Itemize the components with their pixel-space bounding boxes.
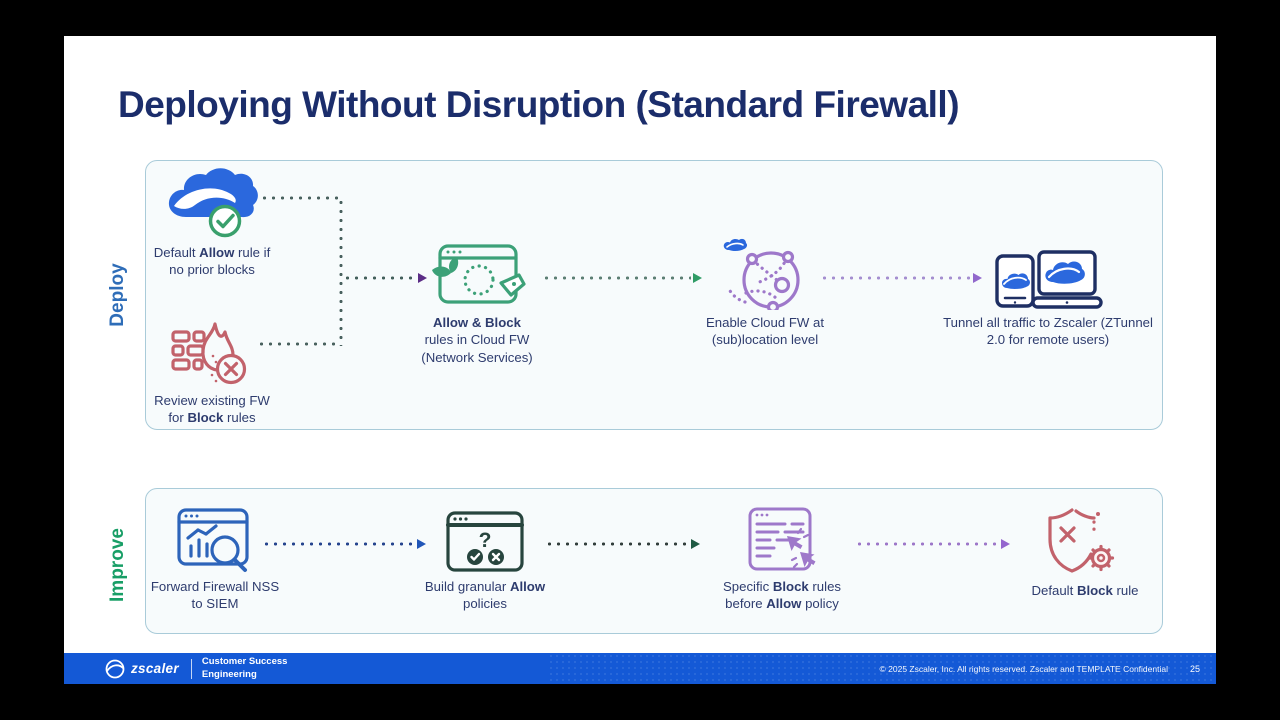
item-label: Specific Block rules before Allow policy	[722, 579, 841, 612]
improve-box	[145, 488, 1163, 634]
connector-junction-vertical	[339, 198, 343, 346]
item-label: Forward Firewall NSS to SIEM	[150, 579, 280, 612]
firewall-review-icon	[170, 322, 246, 385]
zscaler-logo-text: zscaler	[131, 661, 179, 676]
flow-item-enable-cloud-fw: Enable Cloud FW at (sub)location level	[665, 238, 865, 349]
item-label: Default Block rule	[1031, 583, 1139, 598]
connector-to-allow-block	[343, 272, 427, 283]
tunnel-devices-icon	[995, 250, 1103, 309]
footer-team-line1: Customer Success	[201, 656, 288, 668]
flow-item-nss-siem: Forward Firewall NSS to SIEM	[125, 506, 305, 613]
item-label: Build granular Allow policies	[424, 579, 546, 612]
footer: zscaler Customer Success Engineering © 2…	[64, 653, 1216, 684]
connector-cloud-to-junction	[260, 196, 342, 200]
zscaler-cloud-check-icon	[168, 168, 258, 238]
flow-item-specific-block: Specific Block rules before Allow policy	[682, 506, 882, 613]
nss-siem-icon	[177, 508, 249, 572]
footer-copyright: © 2025 Zscaler, Inc. All rights reserved…	[879, 663, 1168, 674]
item-label: Allow & Block rules in Cloud FW (Network…	[421, 315, 533, 365]
enable-cloud-fw-icon	[723, 238, 800, 310]
footer-right: © 2025 Zscaler, Inc. All rights reserved…	[880, 664, 1200, 674]
connector-to-granular-allow	[262, 538, 426, 549]
flow-item-default-allow: Default Allow rule if no prior blocks	[122, 168, 302, 279]
footer-team: Customer Success Engineering	[202, 656, 288, 681]
cloud-fw-rules-icon	[432, 244, 526, 304]
connector-to-default-block	[855, 538, 1010, 549]
item-label: Enable Cloud FW at (sub)location level	[705, 315, 824, 348]
zscaler-logo: zscaler	[104, 658, 179, 680]
flow-item-tunnel-traffic: Tunnel all traffic to Zscaler (ZTunnel 2…	[918, 250, 1178, 349]
item-label: Tunnel all traffic to Zscaler (ZTunnel 2…	[943, 315, 1153, 348]
footer-divider	[190, 658, 192, 679]
page-title: Deploying Without Disruption (Standard F…	[118, 84, 960, 125]
deploy-box	[145, 160, 1163, 430]
zscaler-logo-icon	[105, 659, 125, 678]
connector-to-tunnel	[820, 272, 982, 283]
connector-flame-to-junction	[257, 342, 341, 346]
item-label: Default Allow rule if no prior blocks	[153, 245, 271, 278]
flow-item-review-fw: Review existing FW for Block rules	[122, 322, 302, 427]
svg-text:?: ?	[478, 529, 491, 552]
specific-block-icon	[748, 507, 815, 571]
connector-to-enable-cloud-fw	[542, 272, 702, 283]
flow-item-granular-allow: ? Build granular Allow policies	[390, 510, 580, 613]
default-block-icon	[1048, 508, 1115, 573]
granular-allow-icon: ?	[445, 511, 524, 572]
item-label: Review existing FW for Block rules	[154, 393, 270, 426]
slide: Deploying Without Disruption (Standard F…	[64, 36, 1216, 684]
footer-page-number: 25	[1189, 663, 1200, 674]
flow-item-default-block: Default Block rule	[990, 506, 1180, 599]
footer-team-line2: Engineering	[201, 668, 257, 680]
flow-item-allow-block-rules: Allow & Block rules in Cloud FW (Network…	[382, 242, 572, 366]
connector-to-specific-block	[545, 538, 700, 549]
